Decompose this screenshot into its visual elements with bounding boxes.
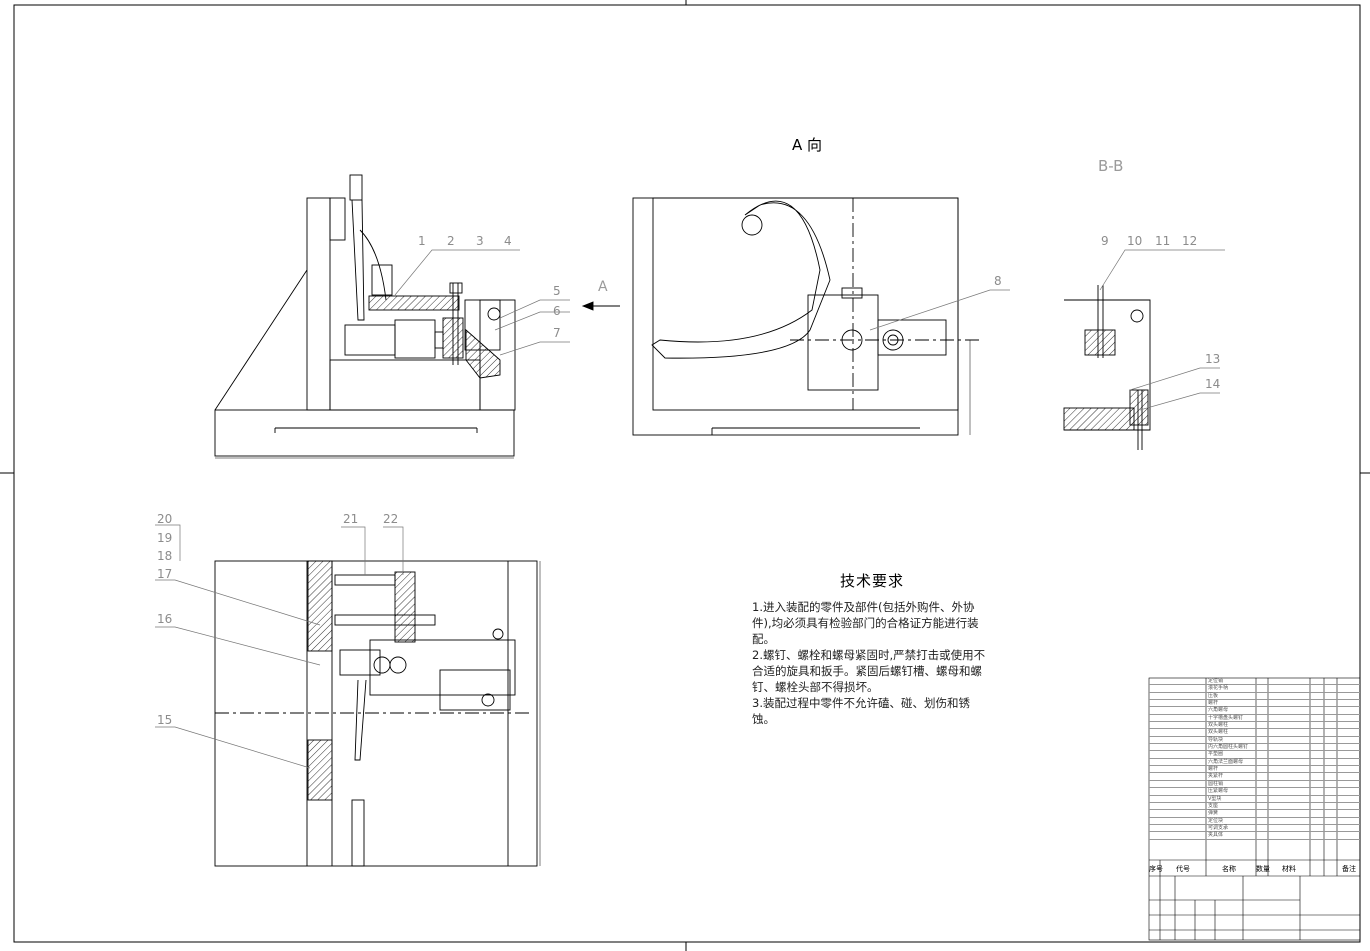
callout-10: 10: [1127, 234, 1143, 248]
bom-row: 滚花手柄: [1149, 685, 1360, 693]
bom-row-name: 滚花手柄: [1208, 685, 1229, 692]
bom-row: 内六角圆柱头螺钉: [1149, 744, 1360, 752]
bom-row: 弹簧: [1149, 810, 1360, 818]
callout-16: 16: [157, 612, 173, 626]
bom-rows: 定位销滚花手柄压板螺杆六角螺母十字槽盘头螺钉双头螺柱双头螺柱导轨块内六角圆柱头螺…: [1149, 678, 1360, 840]
callout-13: 13: [1205, 352, 1221, 366]
bom-header-qty: 数量: [1256, 865, 1270, 873]
bom-row: 双头螺柱: [1149, 722, 1360, 730]
bill-of-materials: 定位销滚花手柄压板螺杆六角螺母十字槽盘头螺钉双头螺柱双头螺柱导轨块内六角圆柱头螺…: [1149, 678, 1360, 840]
arrow-a-label: A: [598, 279, 608, 295]
bom-row: 双头螺柱: [1149, 729, 1360, 737]
bom-row-name: 弹簧: [1208, 810, 1219, 817]
view-a-label: A 向: [792, 136, 823, 154]
bom-header-name: 名称: [1222, 865, 1236, 873]
bom-row-name: 六角法兰面螺母: [1208, 758, 1244, 765]
bom-row-name: 夹紧杆: [1208, 773, 1224, 780]
bom-row-name: 圆柱销: [1208, 780, 1224, 787]
callout-5: 5: [553, 284, 561, 298]
front-view: [214, 174, 516, 459]
leaders-top: [394, 249, 570, 356]
plan-view: [214, 560, 541, 867]
bom-row: 可调支承: [1149, 824, 1360, 833]
callout-11: 11: [1155, 234, 1171, 248]
callout-4: 4: [504, 234, 512, 248]
bom-row-name: 十字槽盘头螺钉: [1208, 714, 1244, 721]
bom-row-name: 内六角圆柱头螺钉: [1208, 744, 1249, 751]
bom-row: V型块: [1149, 796, 1360, 803]
callout-17: 17: [157, 567, 173, 581]
callout-6: 6: [553, 304, 561, 318]
tech-requirement-1: 1.进入装配的零件及部件(包括外购件、外协件),均必须具有检验部门的合格证方能进…: [752, 600, 979, 646]
bom-row: 六角螺母: [1149, 707, 1360, 715]
bom-row-name: 夹具体: [1208, 832, 1224, 839]
bom-row-name: 压紧螺母: [1208, 788, 1229, 795]
view-bb-drawing: [1063, 285, 1151, 450]
bom-row-name: 平垫圈: [1208, 751, 1224, 758]
callout-21: 21: [343, 512, 359, 526]
bom-row-name: 支座: [1208, 802, 1219, 809]
bom-grid: [1148, 677, 1361, 941]
bom-header-code: 代号: [1176, 865, 1190, 873]
bom-header-remark: 备注: [1342, 865, 1356, 873]
bom-row: 压紧螺母: [1149, 788, 1360, 796]
bom-row: 十字槽盘头螺钉: [1149, 714, 1360, 723]
callout-15: 15: [157, 713, 173, 727]
bom-row: 定位块: [1149, 818, 1360, 825]
bom-row: 螺杆: [1149, 700, 1360, 708]
callout-9: 9: [1101, 234, 1109, 248]
bom-row: 夹具体: [1149, 832, 1360, 840]
bom-row-name: 双头螺柱: [1208, 729, 1229, 736]
tech-requirement-3: 3.装配过程中零件不允许磕、碰、划伤和锈蚀。: [752, 696, 970, 726]
callout-7: 7: [553, 326, 561, 340]
bom-row: 导轨块: [1149, 736, 1360, 745]
callout-8: 8: [994, 274, 1002, 288]
bom-row-name: 螺杆: [1208, 700, 1219, 707]
technical-requirements: 技术要求 1.进入装配的零件及部件(包括外购件、外协件),均必须具有检验部门的合…: [752, 570, 992, 727]
callout-12: 12: [1182, 234, 1198, 248]
bom-row: 六角法兰面螺母: [1149, 758, 1360, 767]
bom-row: 圆柱销: [1149, 780, 1360, 789]
bom-row-name: 压板: [1208, 692, 1219, 699]
callout-22: 22: [383, 512, 399, 526]
tech-requirement-2: 2.螺钉、螺栓和螺母紧固时,严禁打击或使用不合适的旋具和扳手。紧固后螺钉槽、螺母…: [752, 648, 986, 694]
callout-1: 1: [418, 234, 426, 248]
bom-row-name: V型块: [1208, 795, 1222, 802]
bom-row: 定位销: [1149, 678, 1360, 686]
view-a-drawing: [632, 197, 980, 436]
bom-row-name: 可调支承: [1208, 824, 1229, 831]
callout-14: 14: [1205, 377, 1221, 391]
bom-row: 压板: [1149, 692, 1360, 701]
callout-18: 18: [157, 549, 173, 563]
bom-row-name: 定位块: [1208, 817, 1224, 824]
bom-row: 夹紧杆: [1149, 773, 1360, 781]
tech-requirements-title: 技术要求: [839, 572, 904, 590]
bom-row-name: 双头螺柱: [1208, 722, 1229, 729]
view-bb-label: B-B: [1098, 157, 1124, 175]
callout-19: 19: [157, 531, 173, 545]
bom-row-name: 导轨块: [1208, 736, 1224, 743]
bom-row: 平垫圈: [1149, 751, 1360, 759]
callout-3: 3: [476, 234, 484, 248]
callout-2: 2: [447, 234, 455, 248]
bom-header-seq: 序号: [1149, 865, 1163, 873]
bom-row: 螺杆: [1149, 766, 1360, 774]
bom-header-material: 材料: [1282, 865, 1296, 873]
callout-20: 20: [157, 512, 173, 526]
bom-row-name: 六角螺母: [1208, 707, 1229, 714]
bom-row-name: 定位销: [1208, 678, 1224, 684]
bom-row-name: 螺杆: [1208, 766, 1219, 773]
bom-row: 支座: [1149, 802, 1360, 811]
view-arrow-a: [581, 301, 620, 311]
